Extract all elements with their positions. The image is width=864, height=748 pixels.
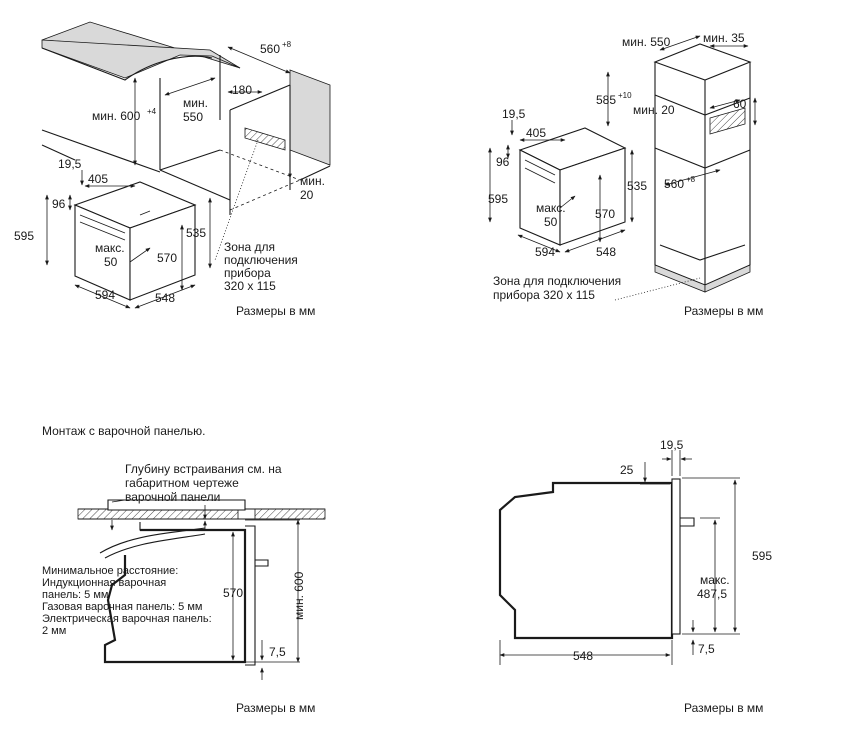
tr-dim-405: 405 (526, 126, 546, 140)
tr-dim-548: 548 (596, 245, 616, 259)
tl-dim-min550-b: 550 (183, 110, 203, 124)
br-dim-max-a: макс. (700, 573, 730, 587)
tl-dim-min20-a: мин. (300, 174, 325, 188)
bl-min-l5: Электрическая варочная панель: (42, 613, 212, 625)
bl-units: Размеры в мм (236, 701, 315, 715)
br-dim-19-5: 19,5 (660, 438, 684, 452)
tr-units: Размеры в мм (684, 304, 763, 318)
drawing-with-hob (77, 499, 326, 680)
br-dim-max-b: 487,5 (697, 587, 727, 601)
bl-min-l4: Газовая варочная панель: 5 мм (42, 601, 202, 613)
tl-dim-min550-a: мин. (183, 96, 208, 110)
bl-dim-min600: мин. 600 (292, 571, 306, 620)
bl-depth-l2: габаритном чертеже (125, 476, 239, 490)
br-dim-25: 25 (620, 463, 634, 477)
tl-dim-96: 96 (52, 197, 66, 211)
tr-dim-560: 560 (664, 177, 684, 191)
tl-zone-l3: прибора (224, 266, 271, 280)
bl-min-l6: 2 мм (42, 625, 66, 637)
tl-zone-l2: подключения (224, 253, 298, 267)
tr-dim-595: 595 (488, 192, 508, 206)
drawing-under-counter (41, 21, 331, 309)
tl-units: Размеры в мм (236, 304, 315, 318)
br-dim-548: 548 (573, 649, 593, 663)
tl-dim-max50-a: макс. (95, 241, 125, 255)
tl-dim-570: 570 (157, 251, 177, 265)
bl-min-l1: Минимальное расстояние: (42, 565, 178, 577)
tr-dim-max50-a: макс. (536, 201, 566, 215)
drawing-side-view (498, 450, 740, 665)
tr-dim-max50-b: 50 (544, 215, 558, 229)
tr-dim-min550: мин. 550 (622, 35, 671, 49)
tl-dim-19-5: 19,5 (58, 157, 82, 171)
tl-dim-594: 594 (95, 288, 115, 302)
tr-dim-570: 570 (595, 207, 615, 221)
bl-min-l3: панель: 5 мм (42, 589, 108, 601)
bl-depth-l1: Глубину встраивания см. на (125, 462, 282, 476)
bl-heading: Монтаж с варочной панелью. (42, 424, 205, 438)
tl-zone-l4: 320 x 115 (224, 279, 276, 293)
tr-dim-535: 535 (627, 179, 647, 193)
br-dim-595: 595 (752, 549, 772, 563)
br-units: Размеры в мм (684, 701, 763, 715)
tr-zone-l2: прибора 320 x 115 (493, 288, 595, 302)
bl-min-l2: Индукционная варочная (42, 577, 166, 589)
tl-dim-min20-b: 20 (300, 188, 314, 202)
tr-dim-96: 96 (496, 155, 510, 169)
tr-dim-19-5: 19,5 (502, 107, 526, 121)
drawing-tall-cabinet (488, 35, 757, 301)
tl-dim-560: 560 (260, 42, 280, 56)
tr-dim-60: 60 (733, 97, 747, 111)
bl-dim-570: 570 (223, 586, 243, 600)
tl-dim-min600: мин. 600 (92, 109, 141, 123)
tl-dim-548: 548 (155, 291, 175, 305)
tl-dim-405: 405 (88, 172, 108, 186)
tr-dim-585: 585 (596, 93, 616, 107)
tl-dim-min600-tol: +4 (147, 107, 157, 116)
tr-zone-l1: Зона для подключения (493, 274, 621, 288)
tr-dim-560-tol: +8 (686, 175, 696, 184)
tl-zone-l1: Зона для (224, 240, 275, 254)
tl-dim-595: 595 (14, 229, 34, 243)
tl-dim-180: 180 (232, 83, 252, 97)
tl-dim-560-tol: +8 (282, 40, 292, 49)
tr-dim-594: 594 (535, 245, 555, 259)
bl-depth-l3: варочной панели (125, 490, 220, 504)
bl-dim-7-5: 7,5 (269, 645, 286, 659)
tl-dim-max50-b: 50 (104, 255, 118, 269)
br-dim-7-5: 7,5 (698, 642, 715, 656)
tr-dim-585-tol: +10 (618, 91, 632, 100)
tr-dim-min20: мин. 20 (633, 103, 675, 117)
tl-dim-535: 535 (186, 226, 206, 240)
tr-dim-min35: мин. 35 (703, 31, 745, 45)
